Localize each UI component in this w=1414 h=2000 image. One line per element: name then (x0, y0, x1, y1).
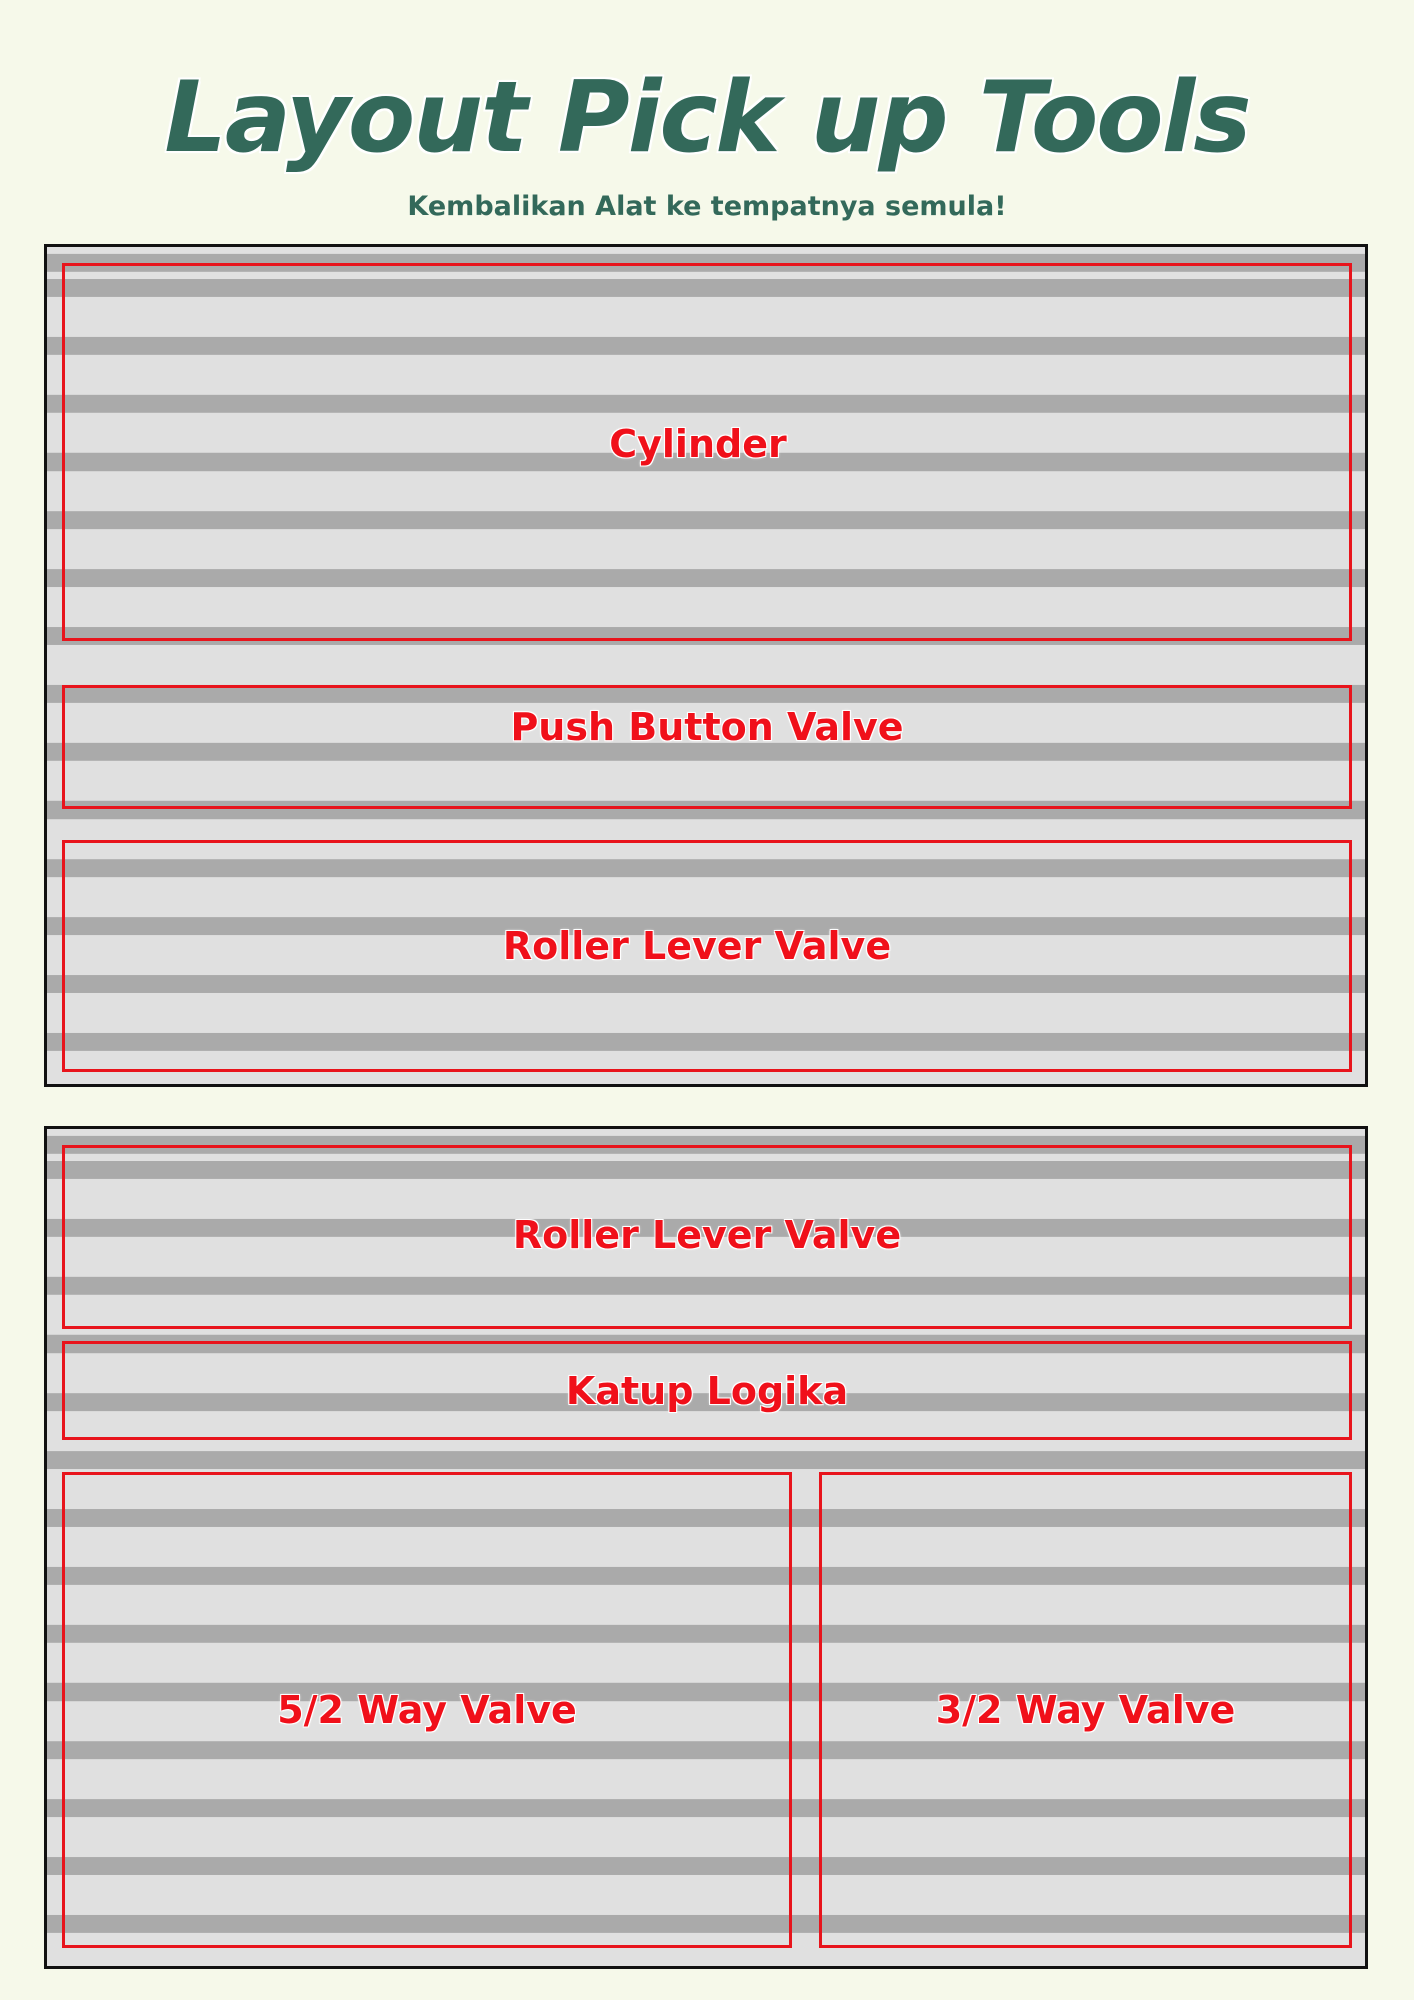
zone-5-2-way-valve: 5/2 Way Valve (62, 1472, 792, 1948)
tool-board-top: Cylinder Push Button Valve Roller Lever … (44, 244, 1368, 1087)
zone-label: 5/2 Way Valve (277, 1688, 577, 1732)
page-subtitle: Kembalikan Alat ke tempatnya semula! (407, 191, 1007, 222)
zone-katup-logika: Katup Logika (62, 1341, 1352, 1440)
zone-label: Roller Lever Valve (512, 1213, 902, 1257)
zone-label: 3/2 Way Valve (935, 1688, 1236, 1732)
tool-board-bottom: Roller Lever Valve Katup Logika 5/2 Way … (44, 1126, 1368, 1969)
zone-push-button-valve: Push Button Valve (62, 685, 1352, 809)
zone-label: Cylinder (609, 422, 787, 466)
zone-3-2-way-valve: 3/2 Way Valve (819, 1472, 1352, 1948)
zone-label: Katup Logika (565, 1368, 849, 1413)
zone-label: Push Button Valve (510, 705, 904, 749)
zone-cylinder: Cylinder (62, 263, 1352, 641)
page-title: Layout Pick up Tools (164, 61, 1251, 175)
zone-label: Roller Lever Valve (502, 924, 892, 968)
zone-roller-lever-valve-bottom: Roller Lever Valve (62, 1145, 1352, 1329)
zone-roller-lever-valve-top: Roller Lever Valve (62, 840, 1352, 1072)
